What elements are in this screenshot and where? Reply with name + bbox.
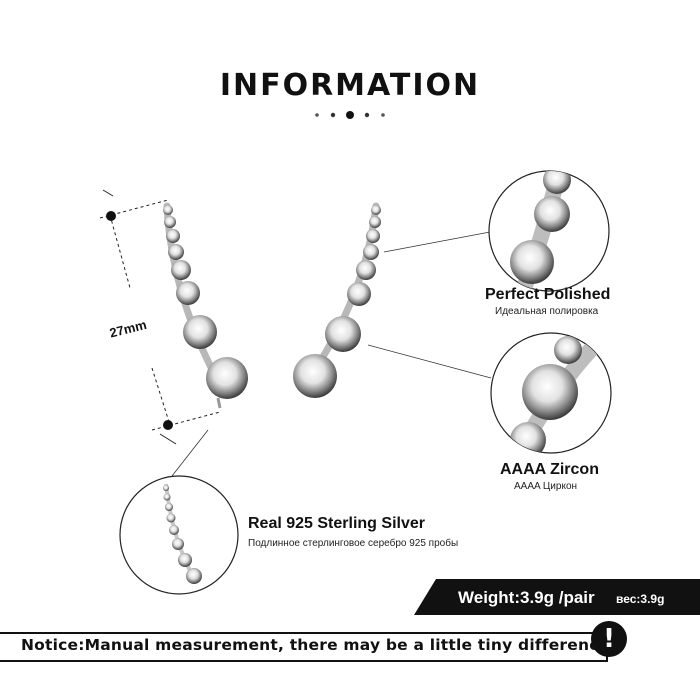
notice-text: Notice:Manual measurement, there may be … [21, 636, 616, 654]
feature-polished-subtitle: Идеальная полировка [495, 306, 599, 317]
feature-silver-title: Real 925 Sterling Silver [248, 515, 425, 532]
title-divider-dots [315, 111, 385, 119]
measurement-guides [99, 189, 221, 445]
weight-sub-label: вес:3.9g [616, 592, 665, 606]
measure-dot-top [106, 211, 116, 221]
zoom-circle-zircon [490, 332, 612, 454]
exclamation-icon: ! [591, 621, 627, 657]
feature-zircon-title: AAAA Zircon [500, 461, 599, 478]
left-earring [163, 202, 248, 409]
feature-zircon-subtitle: AAAA Циркон [514, 481, 578, 492]
feature-polished: Perfect Polished Идеальная полировка [485, 286, 610, 317]
feature-silver-subtitle: Подлинное стерлинговое серебро 925 пробы [248, 538, 459, 549]
measure-dot-bottom [163, 420, 173, 430]
feature-silver: Real 925 Sterling Silver Подлинное стерл… [248, 515, 458, 549]
feature-zircon: AAAA Zircon AAAA Циркон [500, 461, 599, 492]
right-earring [293, 202, 381, 398]
page-title: INFORMATION [219, 68, 481, 103]
zoom-circle-polished [488, 170, 610, 292]
zoom-circle-silver [119, 475, 239, 595]
weight-banner [414, 579, 700, 615]
feature-polished-title: Perfect Polished [485, 286, 611, 303]
weight-label: Weight:3.9g /pair [458, 588, 595, 607]
